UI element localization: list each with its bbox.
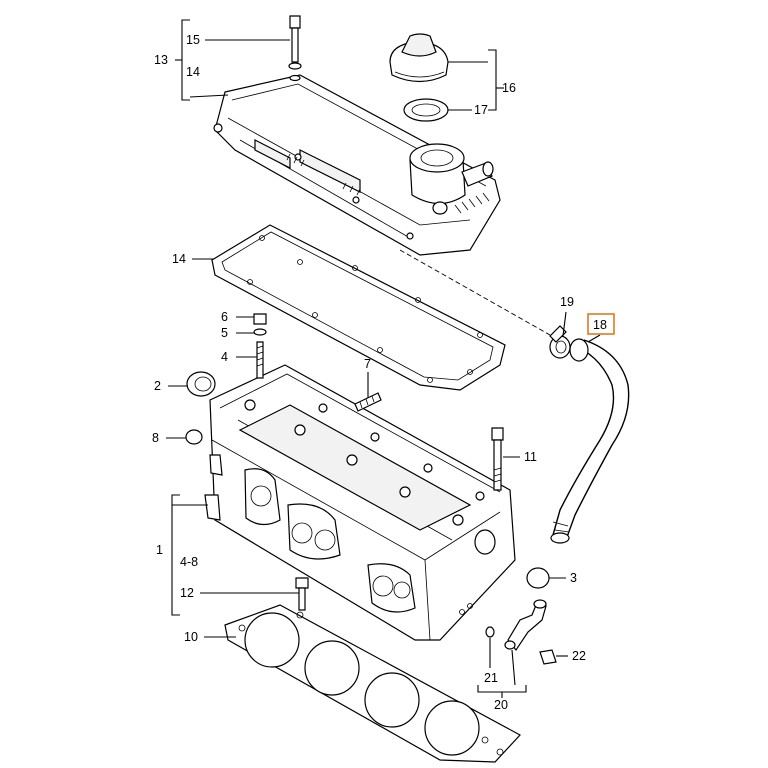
breather-hose	[550, 338, 630, 544]
callout-15: 15	[186, 33, 200, 47]
cap-seal-ring	[403, 98, 449, 122]
callout-labels: 15 13 14 16 17 14 19 18 6 5 4 7 2 8 11 1…	[152, 33, 607, 712]
callout-17: 17	[474, 103, 488, 117]
callout-11: 11	[524, 450, 537, 464]
sealing-plug	[185, 429, 203, 445]
callout-4: 4	[221, 350, 228, 364]
callout-14-top: 14	[186, 65, 200, 79]
stud-nut-washer	[253, 313, 267, 379]
callout-3: 3	[570, 571, 577, 585]
oil-filler-cap	[389, 33, 449, 83]
cover-bolt	[288, 15, 302, 82]
leader-lines	[166, 19, 601, 698]
callout-5: 5	[221, 326, 228, 340]
callout-2: 2	[154, 379, 161, 393]
valve-cover-gasket	[211, 224, 506, 391]
callout-10: 10	[184, 630, 198, 644]
callout-22: 22	[572, 649, 586, 663]
oil-filler-neck	[409, 143, 494, 215]
callout-12: 12	[180, 586, 194, 600]
stud	[354, 392, 382, 412]
head-gasket	[224, 604, 521, 763]
head-bolt	[491, 427, 504, 491]
highlight-box-18	[587, 313, 615, 335]
callout-21: 21	[484, 671, 498, 685]
callout-14-gasket: 14	[172, 252, 186, 266]
callout-18: 18	[593, 318, 607, 332]
hose-clamp	[549, 325, 571, 359]
assembly-line	[399, 249, 551, 336]
sealing-cap	[526, 567, 550, 589]
callout-13: 13	[154, 53, 168, 67]
valve-cover	[213, 74, 501, 256]
cylinder-head	[204, 364, 516, 641]
callout-7: 7	[364, 357, 371, 371]
callout-16: 16	[502, 81, 516, 95]
callout-20: 20	[494, 698, 508, 712]
callout-19: 19	[560, 295, 574, 309]
callout-4-8: 4-8	[180, 555, 198, 569]
bolt	[295, 577, 309, 611]
sensor-bracket	[485, 599, 557, 665]
callout-6: 6	[221, 310, 228, 324]
callout-8: 8	[152, 431, 159, 445]
seal-plug	[186, 371, 216, 397]
callout-1: 1	[156, 543, 163, 557]
